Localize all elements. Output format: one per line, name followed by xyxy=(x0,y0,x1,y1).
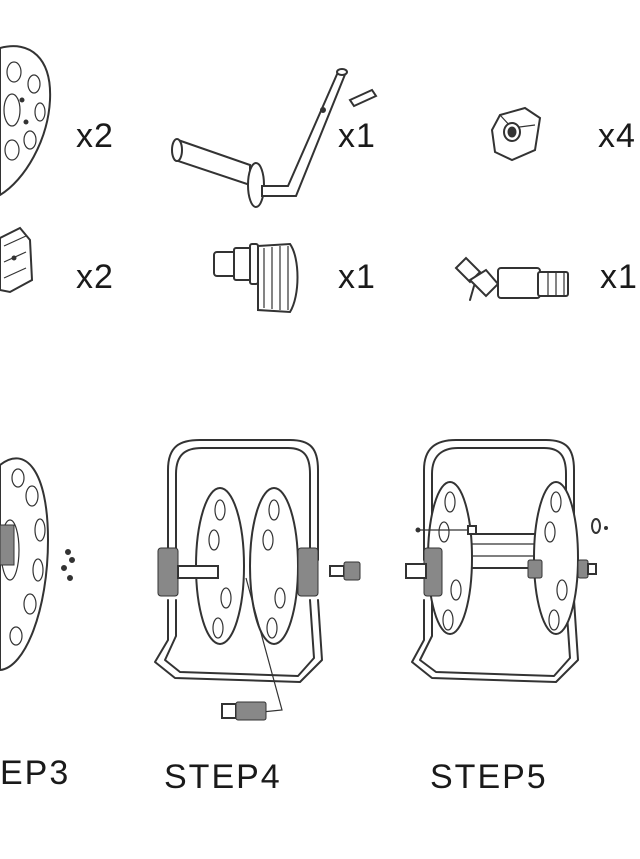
reel-disc-part-icon xyxy=(0,45,52,197)
hose-connector-part-icon xyxy=(213,242,299,314)
side-bracket-qty: x2 xyxy=(76,258,114,296)
step5-label: STEP5 xyxy=(430,758,548,796)
crank-handle-qty: x1 xyxy=(338,117,376,155)
inlet-connector-part-icon xyxy=(454,256,569,301)
step5-drawing xyxy=(405,439,608,683)
step3-drawing xyxy=(0,457,75,672)
step3-label: EP3 xyxy=(0,754,71,792)
wing-nut-qty: x4 xyxy=(598,117,636,155)
step4-drawing xyxy=(154,439,361,721)
inlet-connector-qty: x1 xyxy=(600,258,638,296)
hose-connector-qty: x1 xyxy=(338,258,376,296)
reel-disc-qty: x2 xyxy=(76,117,114,155)
wing-nut-part-icon xyxy=(490,106,542,162)
side-bracket-part-icon xyxy=(0,226,34,294)
crank-handle-part-icon xyxy=(171,68,378,208)
step4-label: STEP4 xyxy=(164,758,282,796)
